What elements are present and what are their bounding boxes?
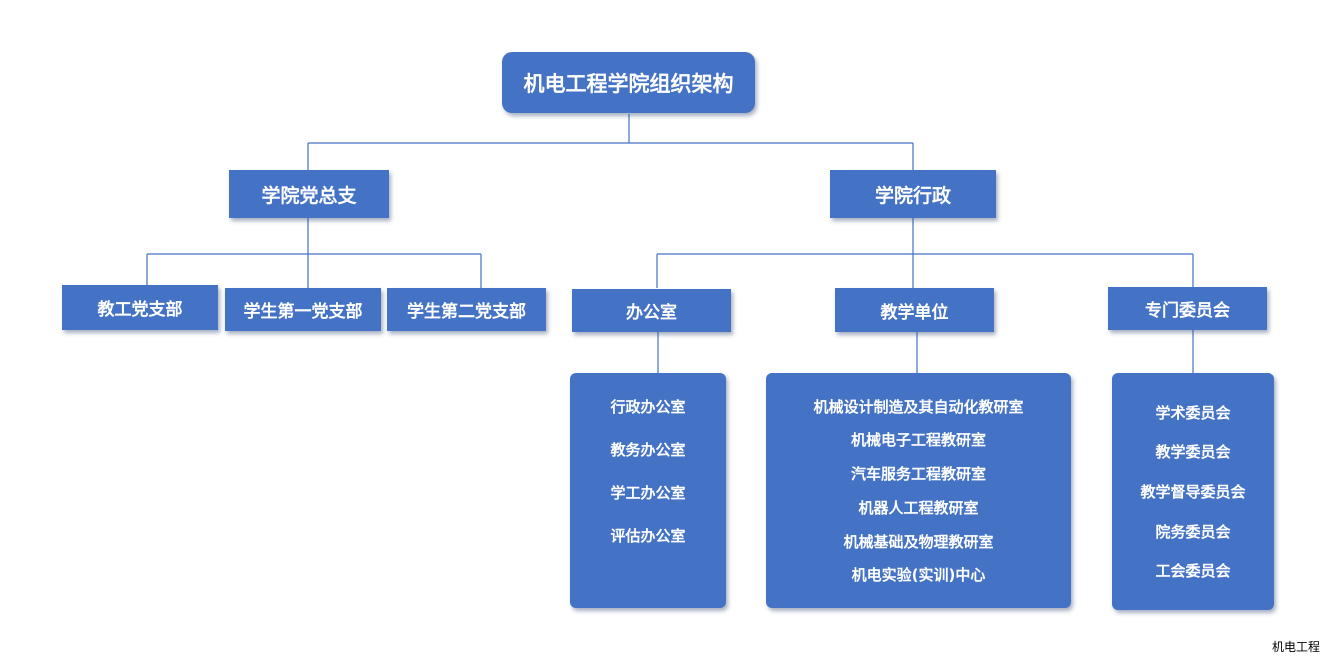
teaching-list-item: 汽车服务工程教研室 bbox=[850, 465, 986, 484]
teaching-list-item: 机器人工程教研室 bbox=[858, 498, 979, 517]
teaching-units-box: 教学单位 bbox=[835, 288, 994, 332]
committee-list-item: 院务委员会 bbox=[1155, 522, 1231, 541]
special-committees-box: 专门委员会 bbox=[1108, 287, 1267, 330]
connector-root bbox=[307, 114, 914, 170]
committee-list-item: 教学委员会 bbox=[1155, 443, 1231, 462]
committee-list-item: 教学督导委员会 bbox=[1140, 482, 1246, 501]
teaching-list-item: 机械基础及物理教研室 bbox=[843, 532, 994, 551]
party-committee-title: 学院党总支 bbox=[261, 184, 357, 207]
org-root-title: 机电工程学院组织架构 bbox=[523, 71, 734, 96]
special-committees-title: 专门委员会 bbox=[1145, 301, 1230, 321]
administration-box: 学院行政 bbox=[830, 170, 996, 218]
office-title: 办公室 bbox=[626, 303, 677, 323]
committee-list-item: 工会委员会 bbox=[1155, 562, 1231, 581]
connector-party bbox=[146, 218, 482, 288]
administration-title: 学院行政 bbox=[874, 184, 951, 207]
teaching-list-item: 机械电子工程教研室 bbox=[850, 431, 986, 450]
teaching-list-item: 机电实验(实训)中心 bbox=[851, 566, 986, 585]
connector-admin bbox=[656, 218, 1194, 288]
special-committees-list: 学术委员会 教学委员会 教学督导委员会 院务委员会 工会委员会 bbox=[1112, 373, 1274, 610]
party-branch-box: 学生第一党支部 bbox=[225, 288, 381, 331]
party-branch-label: 学生第二党支部 bbox=[407, 302, 526, 322]
office-list-item: 教务办公室 bbox=[610, 441, 686, 459]
teaching-list-item: 机械设计制造及其自动化教研室 bbox=[813, 397, 1024, 416]
footer-caption: 机电工程 bbox=[1271, 640, 1320, 654]
office-list-item: 学工办公室 bbox=[610, 484, 686, 502]
party-branch-label: 教工党支部 bbox=[97, 300, 183, 320]
org-root-box: 机电工程学院组织架构 bbox=[502, 52, 755, 113]
office-box: 办公室 bbox=[572, 289, 731, 332]
office-list-item: 评估办公室 bbox=[610, 527, 686, 545]
office-list: 行政办公室 教务办公室 学工办公室 评估办公室 bbox=[570, 373, 726, 608]
party-branch-label: 学生第一党支部 bbox=[243, 302, 363, 322]
office-list-item: 行政办公室 bbox=[610, 398, 686, 416]
teaching-units-title: 教学单位 bbox=[880, 302, 949, 323]
committee-list-item: 学术委员会 bbox=[1155, 403, 1231, 422]
party-branch-box: 学生第二党支部 bbox=[387, 288, 546, 331]
party-committee-box: 学院党总支 bbox=[229, 170, 389, 218]
party-branch-box: 教工党支部 bbox=[62, 285, 218, 330]
teaching-units-list: 机械设计制造及其自动化教研室 机械电子工程教研室 汽车服务工程教研室 机器人工程… bbox=[766, 373, 1071, 608]
